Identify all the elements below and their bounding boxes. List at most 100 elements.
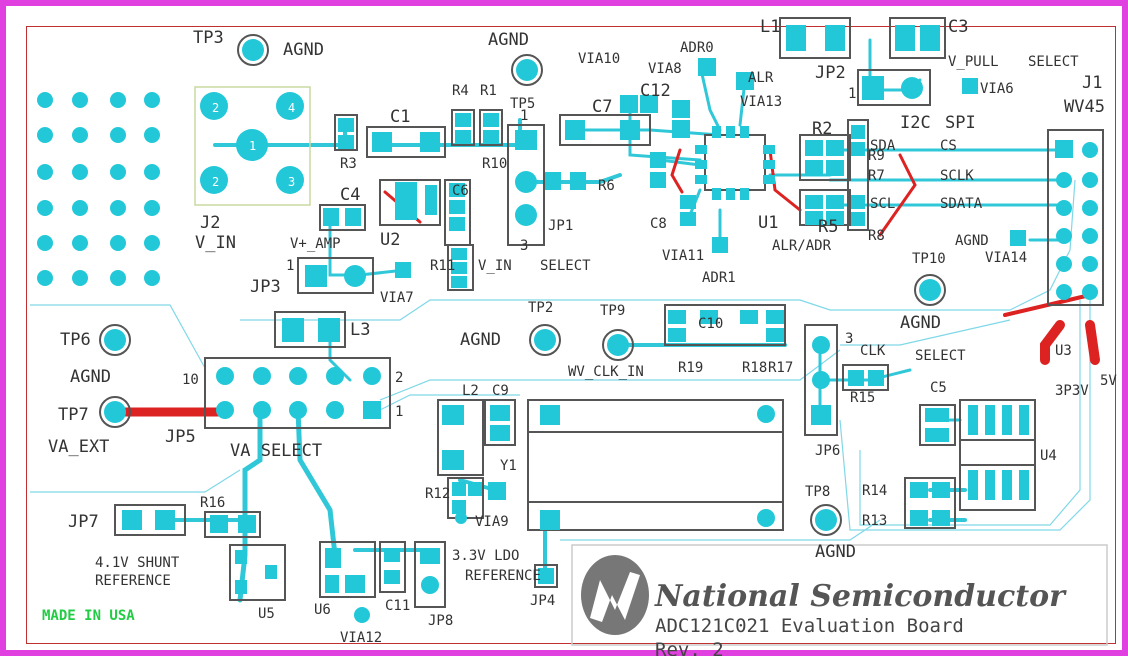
label-jp2-pin1: 1 xyxy=(848,86,856,102)
label-j1: J1 xyxy=(1082,73,1102,93)
label-ldo-ref: REFERENCE xyxy=(465,568,541,584)
label-c10: C10 xyxy=(698,316,723,332)
label-r9: R9 xyxy=(868,148,885,164)
label-r16: R16 xyxy=(200,495,225,511)
label-jp1: JP1 xyxy=(548,218,573,234)
revision-label: Rev. 2 xyxy=(655,639,724,656)
test-points xyxy=(99,34,946,536)
label-l3: L3 xyxy=(350,320,370,340)
label-3p3v: 3P3V xyxy=(1055,383,1089,399)
svg-text:3: 3 xyxy=(288,175,295,189)
label-via8: VIA8 xyxy=(648,61,682,77)
svg-text:2: 2 xyxy=(212,175,219,189)
label-l2: L2 xyxy=(462,383,479,399)
label-c5: C5 xyxy=(930,380,947,396)
label-via10: VIA10 xyxy=(578,51,620,67)
label-r10: R10 xyxy=(482,156,507,172)
label-l1: L1 xyxy=(760,17,780,37)
label-jp6-pin3: 3 xyxy=(845,331,853,347)
label-jp3: JP3 xyxy=(250,277,281,297)
label-cs: CS xyxy=(940,138,957,154)
svg-text:4: 4 xyxy=(288,101,295,115)
label-scl: SCL xyxy=(870,196,895,212)
label-c7: C7 xyxy=(592,97,612,117)
smd-pads xyxy=(122,25,1098,623)
label-tp6: TP6 xyxy=(60,330,91,350)
label-via9: VIA9 xyxy=(475,514,509,530)
label-jp5-pin2: 2 xyxy=(395,370,403,386)
label-spi: SPI xyxy=(945,113,976,133)
label-jp1-pin3: 3 xyxy=(520,238,528,254)
label-wv45: WV45 xyxy=(1064,97,1105,117)
label-r6: R6 xyxy=(598,178,615,194)
label-c12: C12 xyxy=(640,81,671,101)
label-jp3-pin1: 1 xyxy=(286,258,294,274)
label-sda: SDA xyxy=(870,138,896,154)
label-u2: U2 xyxy=(380,230,400,250)
label-r17: R17 xyxy=(768,360,793,376)
label-select-vpull: SELECT xyxy=(1028,54,1079,70)
national-logo xyxy=(581,555,649,635)
label-adr0: ADR0 xyxy=(680,40,714,56)
label-agnd-tp3: AGND xyxy=(283,40,324,60)
component-outlines xyxy=(114,17,1108,646)
label-agnd-tp10: AGND xyxy=(900,313,941,333)
label-c11: C11 xyxy=(385,598,410,614)
label-tp10: TP10 xyxy=(912,251,946,267)
product-name: ADC121C021 Evaluation Board xyxy=(655,615,964,637)
label-jp6: JP6 xyxy=(815,443,840,459)
label-va-ext: VA_EXT xyxy=(48,437,109,457)
label-select-vin: SELECT xyxy=(540,258,591,274)
label-jp5-pin1: 1 xyxy=(395,404,403,420)
label-r1: R1 xyxy=(480,83,497,99)
label-v-amp: V+_AMP xyxy=(290,236,341,252)
label-wv-clk-in: WV_CLK_IN xyxy=(568,364,644,380)
label-u4: U4 xyxy=(1040,448,1057,464)
label-ldo: 3.3V LDO xyxy=(452,548,519,564)
label-u3: U3 xyxy=(1055,343,1072,359)
label-via7: VIA7 xyxy=(380,290,414,306)
label-r11: R11 xyxy=(430,258,455,274)
label-r2: R2 xyxy=(812,119,832,139)
label-r3: R3 xyxy=(340,156,357,172)
label-y1: Y1 xyxy=(500,458,517,474)
label-tp2: TP2 xyxy=(528,300,553,316)
label-tp5: TP5 xyxy=(510,96,535,112)
label-c4: C4 xyxy=(340,185,360,205)
label-v-pull: V_PULL xyxy=(948,54,999,70)
label-tp7: TP7 xyxy=(58,405,89,425)
label-c1: C1 xyxy=(390,107,410,127)
label-shunt: 4.1V SHUNT xyxy=(95,555,180,571)
label-5v: 5V xyxy=(1100,373,1117,389)
label-agnd-tp8: AGND xyxy=(815,542,856,562)
label-c9: C9 xyxy=(492,383,509,399)
label-v-in-jp1: V_IN xyxy=(478,258,512,274)
label-via14: VIA14 xyxy=(985,250,1027,266)
label-r5: R5 xyxy=(818,217,838,237)
label-jp4: JP4 xyxy=(530,593,555,609)
label-alr-adr: ALR/ADR xyxy=(772,238,832,254)
via-grid xyxy=(37,92,160,286)
label-sclk: SCLK xyxy=(940,168,974,184)
label-tp9: TP9 xyxy=(600,303,625,319)
label-u6: U6 xyxy=(314,602,331,618)
label-via12: VIA12 xyxy=(340,630,382,646)
label-r19: R19 xyxy=(678,360,703,376)
label-jp1-pin1: 1 xyxy=(520,108,528,124)
label-v-in-j2: V_IN xyxy=(195,233,236,253)
label-r18: R18 xyxy=(742,360,767,376)
label-i2c: I2C xyxy=(900,113,931,133)
label-r12: R12 xyxy=(425,486,450,502)
label-agnd-tp6: AGND xyxy=(70,367,111,387)
manufacturer-name: National Semiconductor xyxy=(654,579,1067,614)
label-shunt-ref: REFERENCE xyxy=(95,573,171,589)
label-agnd-tp2: AGND xyxy=(460,330,501,350)
svg-text:1: 1 xyxy=(249,139,256,153)
label-r14: R14 xyxy=(862,483,887,499)
label-adr1: ADR1 xyxy=(702,270,736,286)
label-jp2: JP2 xyxy=(815,63,846,83)
label-u1: U1 xyxy=(758,213,778,233)
